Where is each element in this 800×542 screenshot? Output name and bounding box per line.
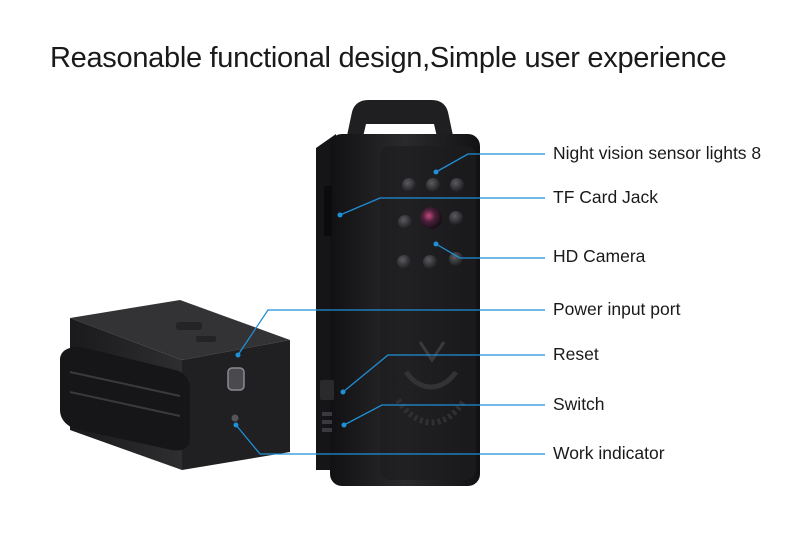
- callout-line-work-indicator: [235, 424, 545, 455]
- callout-hd-camera: HD Camera: [553, 246, 646, 266]
- camera-device-front-icon: [316, 100, 480, 486]
- callout-line-night-vision: [435, 153, 545, 173]
- callout-tf-card-jack: TF Card Jack: [553, 187, 659, 207]
- callout-line-power-port: [237, 309, 545, 356]
- callout-line-switch: [343, 404, 545, 426]
- callout-reset: Reset: [553, 344, 599, 364]
- callout-night-vision-sensor-lights: Night vision sensor lights 8: [553, 143, 762, 163]
- callout-work-indicator: Work indicator: [553, 443, 665, 463]
- callout-line-reset: [342, 354, 545, 393]
- callout-line-hd-camera: [435, 243, 545, 259]
- callout-switch: Switch: [553, 394, 605, 414]
- callout-power-input-port: Power input port: [553, 299, 681, 319]
- page-title: Reasonable functional design,Simple user…: [50, 42, 727, 74]
- camera-device-side-icon: [60, 300, 290, 470]
- callout-line-tf-card: [339, 197, 545, 216]
